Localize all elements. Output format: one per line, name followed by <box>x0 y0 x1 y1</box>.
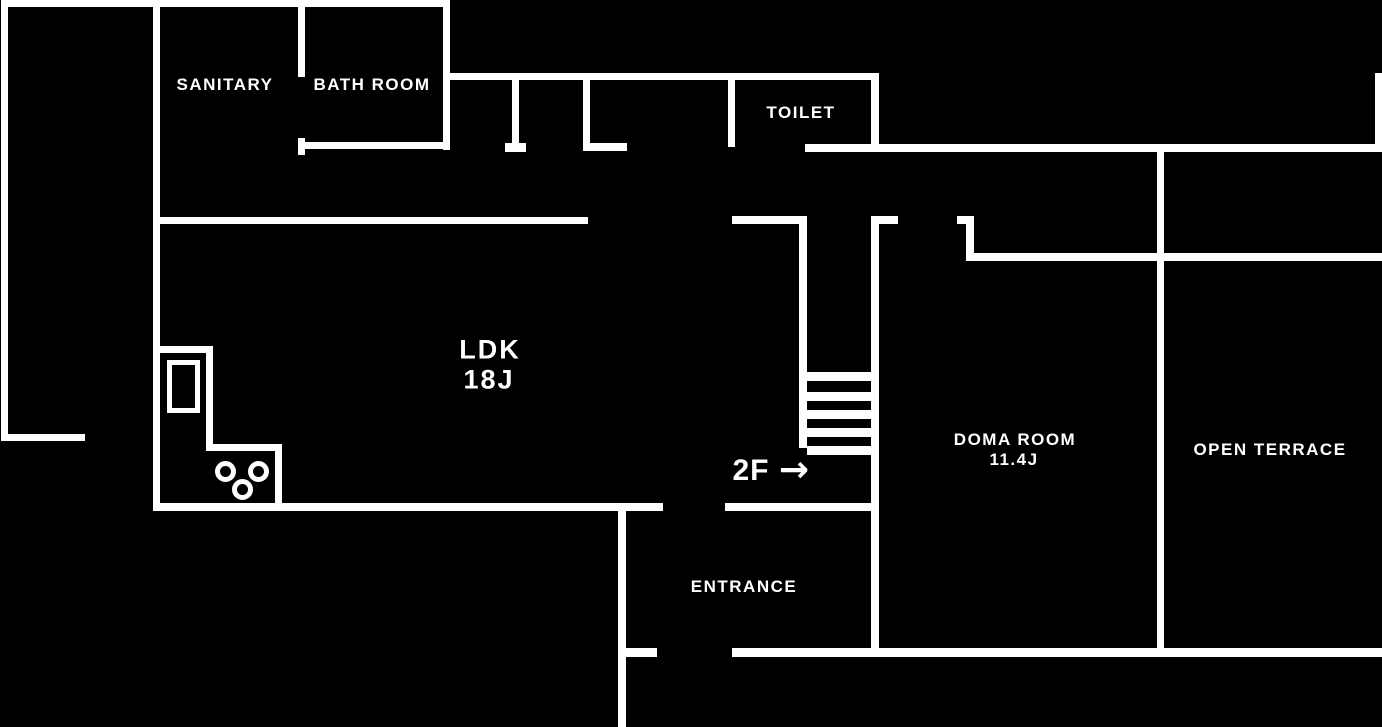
wall-stair-left <box>799 216 807 448</box>
kitchen-counter-right-lower <box>275 444 282 507</box>
wall-entrance-bottom-stub <box>626 648 657 657</box>
wall-sanitary-left <box>153 0 160 511</box>
stair-tread-2 <box>807 392 871 401</box>
wall-bottom-long <box>732 648 1382 657</box>
wall-toilet-left <box>728 80 735 147</box>
wall-top <box>1 0 449 7</box>
wall-doma-corner-stub <box>957 216 974 224</box>
label-sanitary: SANITARY <box>176 75 274 94</box>
wall-doma-corner-vert <box>966 216 974 261</box>
wall-left-stub <box>1 434 85 441</box>
wall-ldk-top <box>153 217 588 224</box>
wall-stair-top-stub <box>732 216 807 224</box>
wall-entrance-left <box>618 511 626 727</box>
wall-hall-top-long <box>805 144 1382 152</box>
wall-closet-jamb-1 <box>505 143 526 152</box>
wall-entrance-top <box>725 503 872 511</box>
wall-closet-seg-2 <box>583 143 627 151</box>
wall-doma-top-right <box>1164 253 1382 261</box>
wall-toilet-right <box>871 73 879 152</box>
wall-corridor-top <box>443 73 879 80</box>
label-bathroom: BATH ROOM <box>313 75 431 94</box>
label-doma-room: DOMA ROOM <box>953 430 1077 449</box>
wall-bath-bottom <box>298 142 449 149</box>
label-toilet: TOILET <box>766 103 836 122</box>
label-entrance: ENTRANCE <box>690 577 798 596</box>
kitchen-counter-top <box>160 346 213 353</box>
wall-closet-stub-1 <box>512 80 519 143</box>
wall-doma-top-left <box>966 253 1157 261</box>
wall-right-edge-upper <box>1375 73 1382 152</box>
label-ldk-area: 18J <box>463 364 515 395</box>
wall-stair-right-stub <box>871 216 898 224</box>
kitchen-counter-mid <box>206 444 282 451</box>
stove-burner-3 <box>232 479 253 500</box>
stove-burner-1 <box>215 461 236 482</box>
wall-sanitary-bath-partition <box>298 0 305 77</box>
wall-stair-right <box>871 216 879 653</box>
label-stairs-2f: 2F <box>732 454 770 487</box>
stove-burner-2 <box>248 461 269 482</box>
stairs-up-arrow-icon: → <box>778 449 810 491</box>
stair-tread-1 <box>807 372 871 381</box>
wall-doma-terrace-divider <box>1157 152 1164 653</box>
kitchen-counter-right-upper <box>206 346 213 451</box>
stair-tread-5 <box>807 446 871 455</box>
wall-left <box>1 0 8 441</box>
stair-tread-4 <box>807 428 871 437</box>
wall-closet-stub-2 <box>583 80 590 143</box>
kitchen-sink <box>167 360 200 413</box>
stair-tread-3 <box>807 410 871 419</box>
label-open-terrace: OPEN TERRACE <box>1193 440 1347 459</box>
wall-ldk-bottom <box>153 503 663 511</box>
label-ldk: LDK <box>459 334 521 365</box>
label-doma-area: 11.4J <box>989 450 1039 469</box>
